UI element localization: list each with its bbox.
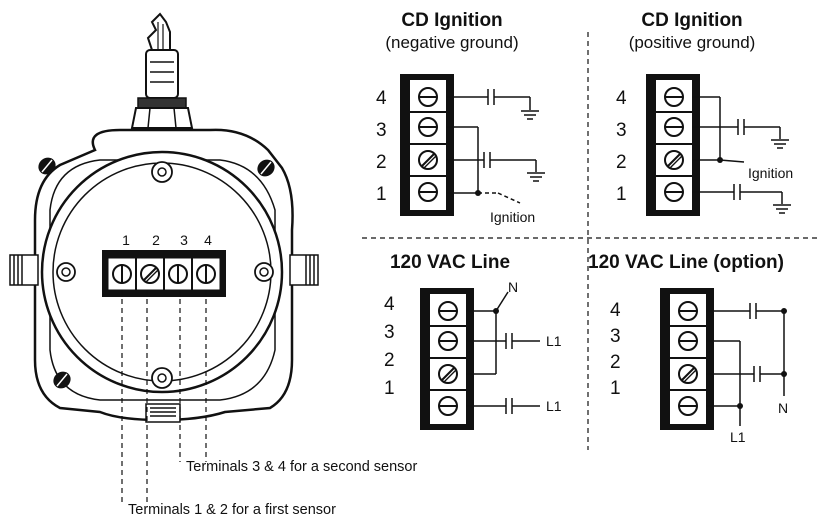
cd-negative-node — [475, 190, 481, 196]
note-second-sensor: Terminals 3 & 4 for a second sensor — [186, 459, 417, 475]
terminal-leader-lines — [121, 290, 207, 505]
vac-option-wiring — [706, 303, 785, 426]
panel-vac-option: 120 VAC Line (option) 4 3 2 1 — [588, 252, 788, 445]
cd-positive-terminal-block — [646, 74, 700, 216]
housing-terminal-number-3: 3 — [180, 232, 188, 248]
vac-line-l1-upper-label: L1 — [546, 333, 562, 349]
vac-line-terminal-block — [420, 288, 474, 430]
sensor-housing: 1 2 3 4 — [9, 12, 319, 423]
cd-positive-ignition-label: Ignition — [748, 165, 793, 181]
note-first-sensor: Terminals 1 & 2 for a first sensor — [128, 502, 336, 518]
mounting-bolt-top-right — [257, 159, 275, 177]
cd-positive-node — [717, 157, 723, 163]
cd-negative-title: CD Ignition — [401, 10, 502, 31]
vac-line-l1-lower-label: L1 — [546, 398, 562, 414]
panel-cd-positive: CD Ignition (positive ground) 4 3 2 1 — [616, 10, 793, 216]
bottom-stub — [145, 403, 181, 423]
vac-line-n-label: N — [508, 279, 518, 295]
vac-line-number-3: 3 — [384, 322, 395, 343]
vac-option-number-2: 2 — [610, 352, 621, 373]
cd-positive-wiring — [692, 96, 792, 214]
mounting-bolt-bottom-left — [53, 371, 71, 389]
cd-positive-title: CD Ignition — [641, 10, 742, 31]
left-lug — [9, 254, 39, 286]
cd-negative-number-1: 1 — [376, 184, 387, 205]
cd-positive-number-3: 3 — [616, 120, 627, 141]
cd-negative-ignition-label: Ignition — [490, 209, 535, 225]
panel-cd-negative: CD Ignition (negative ground) 4 3 2 1 — [376, 10, 546, 225]
vac-option-right-node-bottom — [781, 371, 787, 377]
cd-negative-terminal-block — [400, 74, 454, 216]
vac-line-wiring — [466, 291, 540, 414]
vac-option-right-node-top — [781, 308, 787, 314]
cd-negative-wiring — [446, 89, 546, 204]
vac-option-terminal-block — [660, 288, 714, 430]
mounting-bolt-top-left — [38, 157, 56, 175]
housing-terminal-number-1: 1 — [122, 232, 130, 248]
cd-positive-subtitle: (positive ground) — [629, 33, 756, 52]
vac-line-number-1: 1 — [384, 378, 395, 399]
cd-negative-number-2: 2 — [376, 152, 387, 173]
vac-line-title: 120 VAC Line — [390, 252, 510, 273]
vac-option-title: 120 VAC Line (option) — [588, 252, 784, 273]
housing-terminal-block — [102, 250, 226, 297]
vac-line-number-2: 2 — [384, 350, 395, 371]
vac-line-n-node — [493, 308, 499, 314]
cd-negative-subtitle: (negative ground) — [385, 33, 518, 52]
cd-positive-number-2: 2 — [616, 152, 627, 173]
right-lug — [289, 254, 319, 286]
panel-vac-line: 120 VAC Line 4 3 2 1 — [384, 252, 562, 430]
cd-negative-number-4: 4 — [376, 88, 387, 109]
cd-negative-number-3: 3 — [376, 120, 387, 141]
vac-option-number-4: 4 — [610, 300, 621, 321]
lid-screw-left — [56, 262, 76, 282]
vac-option-number-1: 1 — [610, 378, 621, 399]
lid-screw-top — [151, 161, 173, 183]
housing-terminal-number-2: 2 — [152, 232, 160, 248]
vac-option-number-3: 3 — [610, 326, 621, 347]
vac-option-l1-node — [737, 403, 743, 409]
vac-option-l1-label: L1 — [730, 429, 746, 445]
lid-screw-bottom — [151, 367, 173, 389]
housing-terminal-number-4: 4 — [204, 232, 212, 248]
vac-line-number-4: 4 — [384, 294, 395, 315]
vac-option-n-label: N — [778, 400, 788, 416]
lid-screw-right — [254, 262, 274, 282]
cable-connector — [130, 12, 194, 129]
cd-positive-number-4: 4 — [616, 88, 627, 109]
cd-positive-number-1: 1 — [616, 184, 627, 205]
